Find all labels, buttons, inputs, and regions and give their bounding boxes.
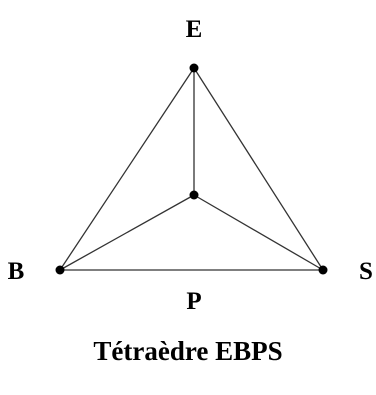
vertex-e-dot (189, 63, 199, 73)
label-s: S (359, 258, 373, 285)
edge-p-b (59, 194, 195, 271)
vertex-p-dot (189, 190, 199, 200)
edge-p-s (193, 194, 324, 271)
diagram-caption: Tétraèdre EBPS (93, 336, 282, 366)
edges (59, 67, 324, 271)
vertex-b-dot (55, 265, 65, 275)
label-e: E (186, 16, 203, 43)
edge-e-b (59, 67, 195, 271)
vertices (55, 63, 328, 275)
vertex-s-dot (318, 265, 328, 275)
label-p: P (186, 288, 201, 315)
label-b: B (8, 258, 25, 285)
edge-e-s (193, 67, 324, 271)
